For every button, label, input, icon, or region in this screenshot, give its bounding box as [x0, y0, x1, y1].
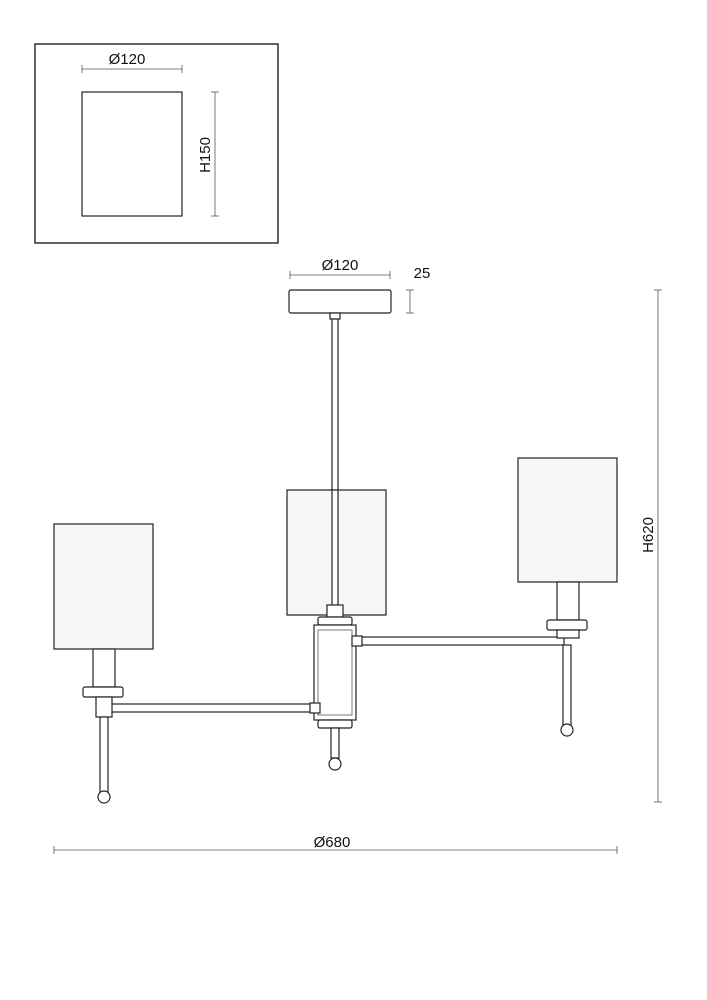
left-shade	[53, 523, 154, 650]
total-width-dimension: Ø680	[53, 834, 618, 854]
left-finial	[97, 790, 111, 804]
total-height-dimension: H620	[640, 289, 662, 803]
total-diameter-label: Ø680	[314, 834, 351, 851]
right-finial	[560, 723, 574, 737]
canopy: Ø120 25	[288, 257, 431, 314]
center-hub	[313, 624, 357, 721]
left-arm-bar	[107, 703, 317, 713]
left-arm	[53, 523, 321, 804]
canopy-plate	[288, 289, 392, 314]
right-arm-bar	[355, 636, 565, 646]
shade-detail-panel: Ø120 H150	[34, 43, 279, 244]
canopy-height-label: 25	[414, 265, 431, 282]
center-body	[313, 604, 357, 771]
center-finial	[328, 757, 342, 771]
canopy-diameter-label: Ø120	[322, 257, 359, 274]
right-socket	[556, 581, 580, 621]
right-shade	[517, 457, 618, 583]
detail-shade-height-label: H150	[197, 137, 214, 173]
left-socket	[92, 648, 116, 688]
detail-shade	[81, 91, 183, 217]
right-arm	[351, 457, 618, 737]
total-height-label: H620	[640, 517, 657, 553]
detail-shade-diameter-label: Ø120	[109, 51, 146, 68]
